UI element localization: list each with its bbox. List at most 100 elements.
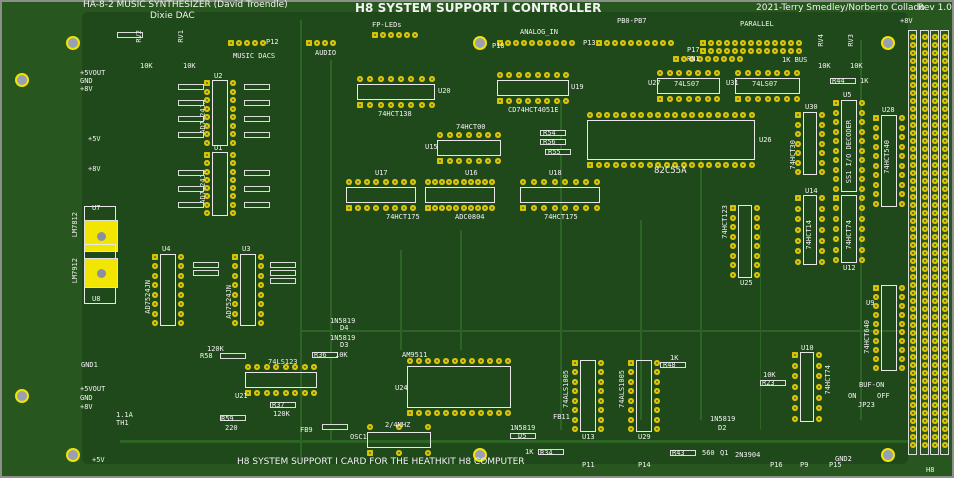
ic-pin-pad xyxy=(680,162,687,168)
ic-pin-pad xyxy=(833,138,839,145)
ic-pin-pad xyxy=(572,179,579,185)
ic-pin-pad xyxy=(859,257,865,263)
silkscreen-label: 1K BUS xyxy=(782,56,808,64)
copper-trace xyxy=(330,60,332,440)
ic-pin-pad xyxy=(254,390,261,396)
ic-ref-label: U21 xyxy=(235,392,248,400)
bus-pin-pad xyxy=(910,442,916,448)
header-pin-pad xyxy=(668,40,674,46)
ic-pin-pad xyxy=(355,179,362,185)
ic-pin-pad xyxy=(819,159,825,166)
ic-ref-label: U18 xyxy=(549,169,562,177)
ic-pin-pad xyxy=(382,205,389,211)
bus-pin-pad xyxy=(910,170,916,176)
ic-pin-pad xyxy=(367,424,373,430)
ic-pin-pad xyxy=(764,70,771,76)
header-pin-pad xyxy=(748,48,754,54)
resistor xyxy=(270,270,296,276)
header-pin-pad xyxy=(772,40,778,46)
ic-pin-pad xyxy=(481,205,488,211)
ic-pin-pad xyxy=(792,405,798,412)
bus-pin-pad xyxy=(910,98,916,104)
silkscreen-label: OFF xyxy=(877,392,890,400)
bus-pin-pad xyxy=(910,426,916,432)
ic-pin-pad xyxy=(723,112,730,118)
ic-pin-pad xyxy=(899,365,905,371)
silkscreen-label: FB9 xyxy=(300,426,313,434)
ic-pin-pad xyxy=(706,112,713,118)
bus-pin-pad xyxy=(932,338,938,344)
ic-part-label: AD7524JN xyxy=(225,285,233,319)
ic-pin-pad xyxy=(446,179,453,185)
ic-pin-pad xyxy=(541,179,548,185)
ic-pin-pad xyxy=(899,162,905,169)
ic-pin-pad xyxy=(572,369,578,376)
bus-pin-pad xyxy=(932,370,938,376)
ic-part-label: AM9511 xyxy=(402,351,428,359)
ic-pin-pad xyxy=(400,205,407,211)
ic-pin-pad xyxy=(525,98,532,104)
ic-pin-pad xyxy=(487,358,494,364)
ic-pin-pad xyxy=(520,205,526,211)
bus-pin-pad xyxy=(942,282,948,288)
ic-pin-pad xyxy=(899,172,905,179)
silkscreen-label: GND2 xyxy=(835,455,852,463)
bus-pin-pad xyxy=(942,290,948,296)
bus-pin-pad xyxy=(942,346,948,352)
ic-pin-pad xyxy=(873,162,879,169)
ic-pin-pad xyxy=(899,311,905,318)
bus-pin-pad xyxy=(932,114,938,120)
header-pin-pad xyxy=(700,40,706,46)
ic-pin-pad xyxy=(873,338,879,345)
ic-pin-pad xyxy=(230,140,236,146)
regulator-ref-label: U7 xyxy=(92,204,101,212)
silkscreen-label: 120K xyxy=(273,410,290,418)
ic-pin-pad xyxy=(730,233,736,240)
ic-pin-pad xyxy=(282,390,289,396)
ic-pin-pad xyxy=(819,140,825,147)
bus-pin-pad xyxy=(922,426,928,432)
header-pin-pad xyxy=(620,40,626,46)
bus-pin-pad xyxy=(910,74,916,80)
bus-pin-pad xyxy=(910,162,916,168)
ic-pin-pad xyxy=(680,112,687,118)
ic-pin-pad xyxy=(446,205,453,211)
bus-pin-pad xyxy=(932,138,938,144)
ic-pin-pad xyxy=(754,205,760,211)
bus-pin-pad xyxy=(942,322,948,328)
bus-pin-pad xyxy=(942,394,948,400)
bus-pin-pad xyxy=(910,306,916,312)
resistor xyxy=(540,139,566,145)
ic-part-label: 2/4MHZ xyxy=(385,421,411,429)
ic-pin-pad xyxy=(795,131,801,137)
ic-pin-pad xyxy=(899,115,905,121)
bus-pin-pad xyxy=(922,298,928,304)
ic-pin-pad xyxy=(396,450,402,456)
ic-pin-pad xyxy=(563,72,569,78)
header-pin-pad xyxy=(404,32,410,38)
bus-pin-pad xyxy=(942,138,948,144)
ic-pin-pad xyxy=(460,205,467,211)
header-pin-pad xyxy=(537,40,543,46)
ic-pin-pad xyxy=(357,102,363,108)
header-pin-pad xyxy=(396,32,402,38)
header-pin-pad xyxy=(322,40,328,46)
bus-pin-pad xyxy=(932,346,938,352)
ic-part-label: 74LS123 xyxy=(268,358,298,366)
header-pin-pad xyxy=(330,40,336,46)
ic-u30 xyxy=(803,112,817,175)
ic-pin-pad xyxy=(598,388,604,395)
ic-pin-pad xyxy=(418,76,425,82)
silkscreen-label: 10K xyxy=(818,62,831,70)
bus-pin-pad xyxy=(910,130,916,136)
header-pin-pad xyxy=(252,40,258,46)
ic-pin-pad xyxy=(795,140,801,147)
ic-pin-pad xyxy=(562,179,569,185)
header-pin-pad xyxy=(729,56,735,62)
ic-pin-pad xyxy=(794,70,800,76)
bus-pin-pad xyxy=(932,178,938,184)
ic-pin-pad xyxy=(899,153,905,160)
ic-pin-pad xyxy=(572,205,579,211)
ic-pin-pad xyxy=(594,179,600,185)
bus-pin-pad xyxy=(942,50,948,56)
